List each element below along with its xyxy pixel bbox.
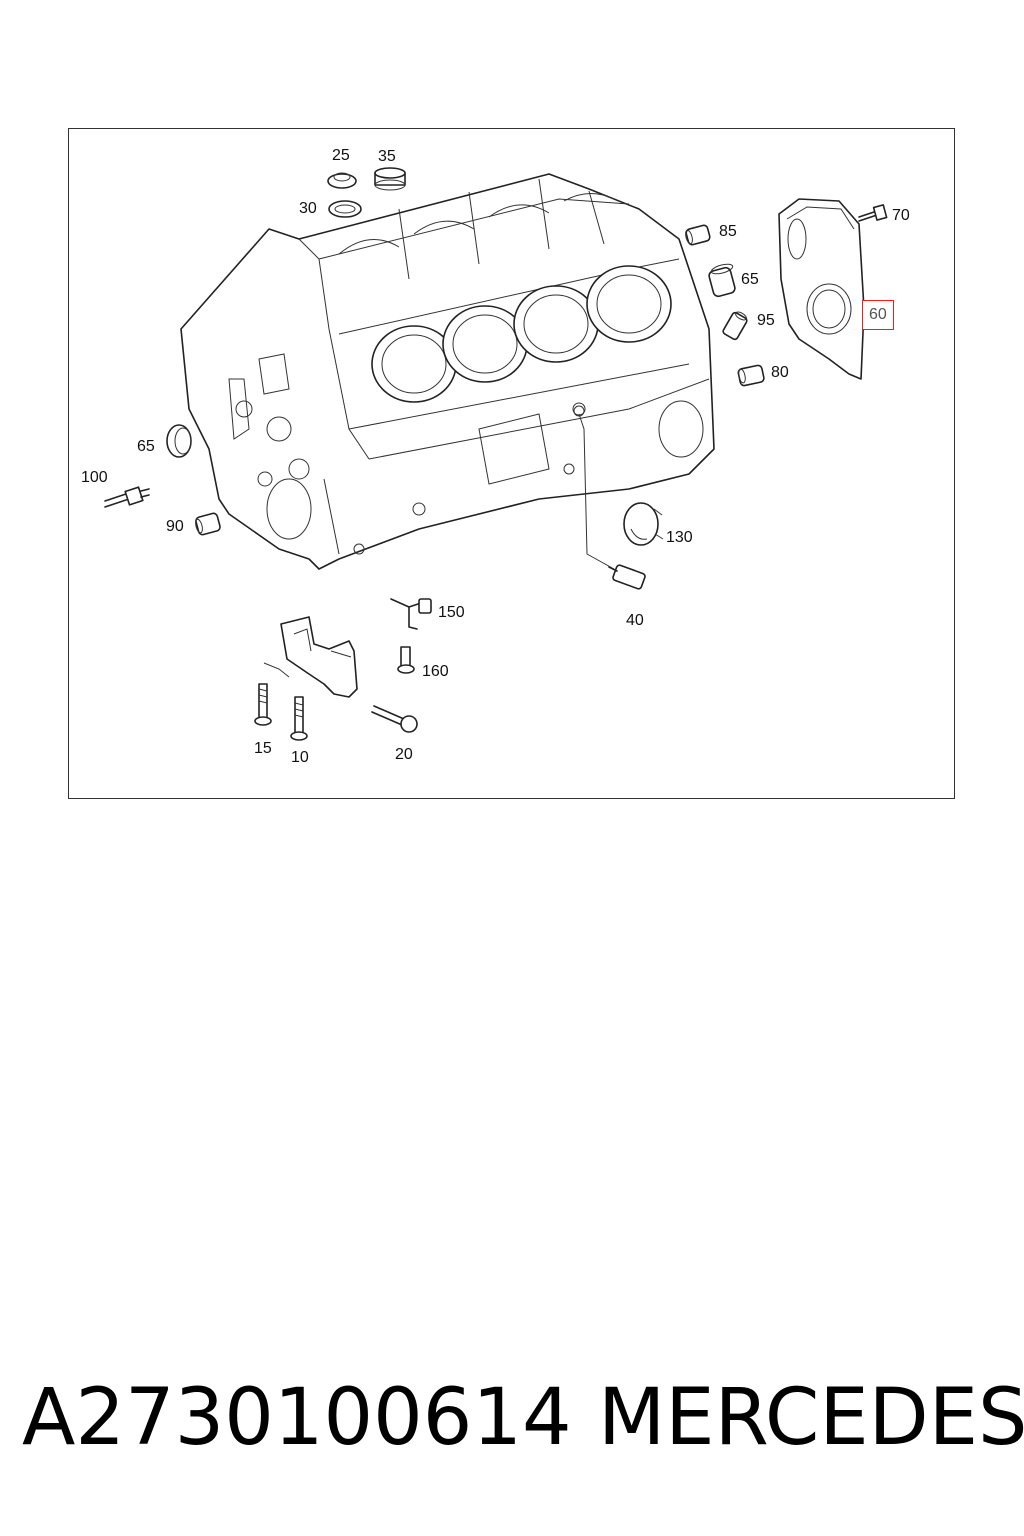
bolt-20 <box>371 705 418 733</box>
callout-65-left: 65 <box>137 438 155 455</box>
sensor-40 <box>573 405 646 590</box>
callout-160: 160 <box>422 663 449 680</box>
engine-block-illustration <box>104 167 888 741</box>
callout-65-right: 65 <box>741 271 759 288</box>
callout-90: 90 <box>166 518 184 535</box>
callout-15: 15 <box>254 740 272 757</box>
sleeve-95 <box>722 311 748 341</box>
callout-10: 10 <box>291 749 309 766</box>
dowel-85 <box>685 224 711 246</box>
callout-80: 80 <box>771 364 789 381</box>
timing-cover-gasket <box>778 198 865 380</box>
bolt-160 <box>397 646 415 674</box>
callout-40: 40 <box>626 612 644 629</box>
plug-25 <box>327 172 357 189</box>
part-number: A2730100614 <box>22 1373 572 1463</box>
seal-30 <box>328 200 362 218</box>
bolt-70 <box>858 204 888 222</box>
bolt-10 <box>290 696 308 741</box>
clip-150 <box>390 598 432 630</box>
callout-30: 30 <box>299 200 317 217</box>
callout-35: 35 <box>378 148 396 165</box>
callout-130: 130 <box>666 529 693 546</box>
bolt-15 <box>254 683 272 726</box>
brand-name: MERCEDES <box>598 1373 1024 1463</box>
sensor-100 <box>104 486 150 508</box>
callout-85: 85 <box>719 223 737 240</box>
callout-20: 20 <box>395 746 413 763</box>
cover-130 <box>623 502 664 546</box>
callout-25: 25 <box>332 147 350 164</box>
callout-100: 100 <box>81 469 108 486</box>
bearing-cap <box>263 616 358 698</box>
ring-35 <box>374 167 406 191</box>
dowel-90 <box>195 512 221 536</box>
callout-70: 70 <box>892 207 910 224</box>
seal-65-left <box>166 424 192 458</box>
engine-block <box>180 173 715 570</box>
callout-150: 150 <box>438 604 465 621</box>
part-caption: A2730100614 MERCEDES <box>0 1370 1024 1470</box>
callout-60-highlighted[interactable]: 60 <box>862 300 894 330</box>
callout-95: 95 <box>757 312 775 329</box>
parts-diagram: 25 35 30 85 65 95 80 70 60 65 100 90 130… <box>68 128 955 799</box>
seal-65-right <box>708 263 736 298</box>
dowel-80 <box>737 364 765 387</box>
